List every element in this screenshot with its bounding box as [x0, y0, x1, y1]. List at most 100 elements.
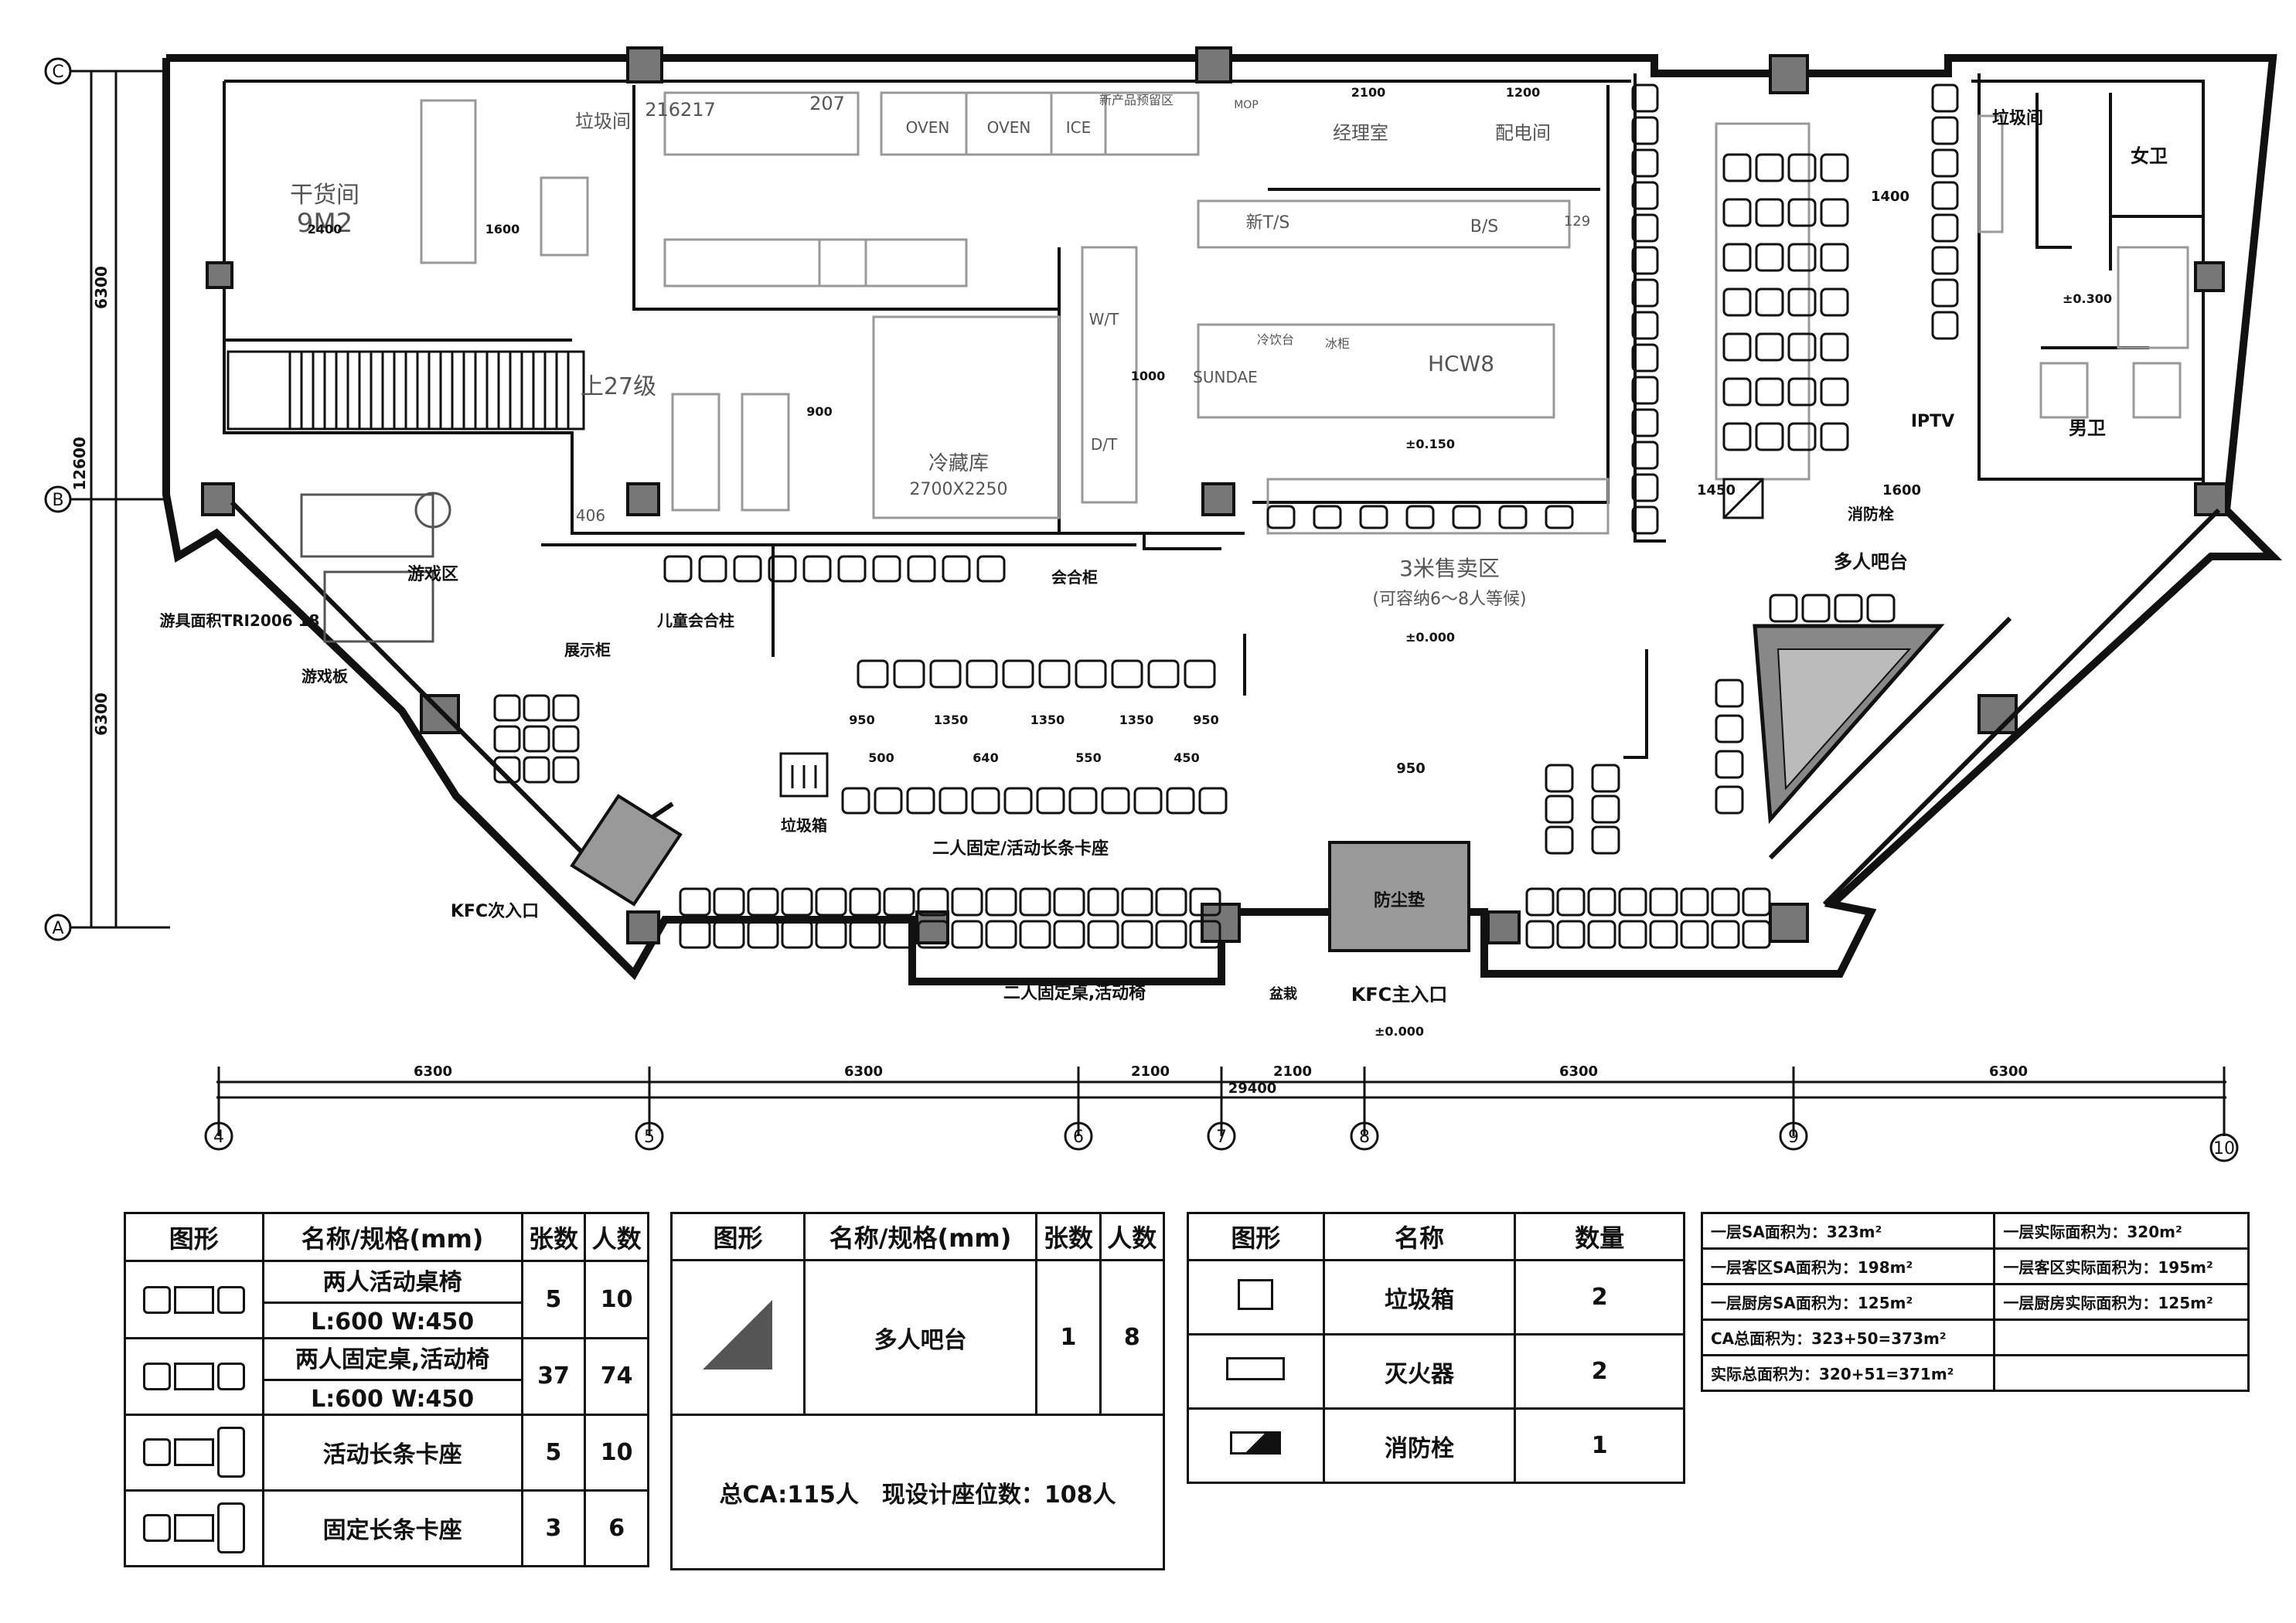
chair — [552, 725, 580, 753]
legend1-row3-count: 5 — [520, 1413, 587, 1492]
chair — [1711, 920, 1740, 949]
legend1-row3-name: 活动长条卡座 — [261, 1413, 523, 1492]
area-r4c1: CA总面积为：323+50=373m² — [1700, 1318, 1996, 1356]
legend1-row1-count: 5 — [520, 1260, 587, 1339]
legend3-row2-name: 灭火器 — [1322, 1333, 1517, 1410]
chair — [1053, 887, 1085, 917]
chair — [1787, 377, 1817, 407]
equip-wt: W/T — [1089, 310, 1120, 328]
kdim-4: 1200 — [1506, 85, 1541, 100]
chair — [857, 659, 889, 689]
kdim-950: 1450 — [1697, 482, 1736, 498]
grid-col-8: 8 — [1359, 1128, 1370, 1147]
chair — [1019, 920, 1051, 949]
legend3-row1-count: 2 — [1514, 1259, 1685, 1335]
counter-dim-9: 450 — [1174, 750, 1199, 765]
chair — [1189, 887, 1221, 917]
chair — [1147, 659, 1180, 689]
chair — [1525, 887, 1555, 917]
chair — [1769, 594, 1798, 623]
grid-col-4: 4 — [213, 1128, 224, 1147]
chair — [1931, 213, 1959, 243]
level-1: ±0.000 — [1405, 630, 1455, 645]
equip-oven-1: OVEN — [906, 118, 950, 137]
legend3-h-shape: 图形 — [1187, 1212, 1325, 1261]
sale-area-label: 3米售卖区 — [1399, 556, 1500, 581]
hydrant-label: 消防栓 — [1848, 505, 1894, 523]
chair — [1556, 887, 1586, 917]
chair — [1711, 887, 1740, 917]
legend3-row1-name: 垃圾箱 — [1322, 1259, 1517, 1335]
chair — [1631, 505, 1659, 535]
chair — [747, 887, 779, 917]
chair — [1405, 505, 1435, 529]
chair — [1101, 787, 1130, 815]
legend1-icon-4 — [124, 1489, 264, 1568]
chair — [1649, 887, 1678, 917]
chair — [523, 756, 550, 784]
chair — [1019, 887, 1051, 917]
chair — [1545, 764, 1574, 793]
chair — [713, 887, 745, 917]
room-trash-1: 垃圾间 — [575, 111, 631, 132]
play-equip-label: 游具面积TRI2006 18 — [160, 611, 320, 630]
dim-bottom-4: 2100 — [1273, 1063, 1312, 1080]
legend2-row-count: 1 — [1035, 1259, 1102, 1416]
kids-counter-label: 儿童会合柱 — [656, 611, 734, 630]
chair — [1755, 288, 1784, 317]
chair — [1787, 198, 1817, 227]
chair — [1631, 213, 1659, 243]
chair — [1631, 311, 1659, 340]
area-r5c2 — [1993, 1354, 2250, 1392]
chair — [1787, 332, 1817, 362]
chair — [907, 555, 936, 583]
equip-cold-drink: 冷饮台 — [1257, 332, 1294, 347]
vestibule-label: 防尘垫 — [1374, 890, 1425, 910]
legend-table-bar: 图形 名称/规格(mm) 张数 人数 多人吧台 1 8 总CA:115人 现设计… — [670, 1212, 1166, 1570]
chair — [985, 920, 1017, 949]
chair — [1545, 825, 1574, 855]
grid-row-c: C — [52, 63, 63, 82]
legend2-total: 总CA:115人 现设计座位数：108人 — [670, 1414, 1165, 1570]
equip-new-ts: 新T/S — [1246, 213, 1290, 233]
chair — [1680, 920, 1709, 949]
chair — [1631, 408, 1659, 437]
kdim-1400: 1600 — [1882, 482, 1921, 498]
chair — [663, 555, 693, 583]
grid-row-a: A — [52, 919, 63, 938]
chair — [872, 555, 901, 583]
equip-dt: D/T — [1091, 435, 1118, 454]
chair — [1931, 278, 1959, 308]
chair — [1087, 887, 1119, 917]
chair — [781, 920, 813, 949]
area-r5c1: 实际总面积为：320+51=371m² — [1700, 1354, 1996, 1392]
chair — [1498, 505, 1528, 529]
counter-dim-5: 950 — [1193, 713, 1218, 727]
area-r1c1: 一层SA面积为：323m² — [1700, 1212, 1996, 1250]
play-equipment — [300, 492, 451, 643]
kdim-3: 1600 — [485, 222, 520, 236]
chair — [929, 659, 962, 689]
chair — [883, 887, 915, 917]
chair — [1002, 659, 1034, 689]
greens-label: 盆栽 — [1269, 985, 1297, 1002]
chair — [1591, 825, 1620, 855]
room-dry-store: 干货间 — [290, 182, 359, 209]
chair — [906, 787, 935, 815]
show-cabinet-label: 展示柜 — [564, 641, 611, 659]
grid-col-7: 7 — [1216, 1128, 1227, 1147]
chair — [1631, 148, 1659, 178]
chair — [849, 887, 881, 917]
chair — [768, 555, 797, 583]
equip-bs: B/S — [1470, 217, 1498, 236]
legend2-h-shape: 图形 — [670, 1212, 806, 1261]
chair — [1313, 505, 1342, 529]
chair — [1068, 787, 1098, 815]
legend1-row4-name: 固定长条卡座 — [261, 1489, 523, 1568]
grid-axis-left — [44, 57, 170, 941]
legend1-row1-people: 10 — [584, 1260, 649, 1339]
chair — [747, 920, 779, 949]
counter-dim-3: 1350 — [1030, 713, 1065, 727]
chair — [1618, 887, 1647, 917]
